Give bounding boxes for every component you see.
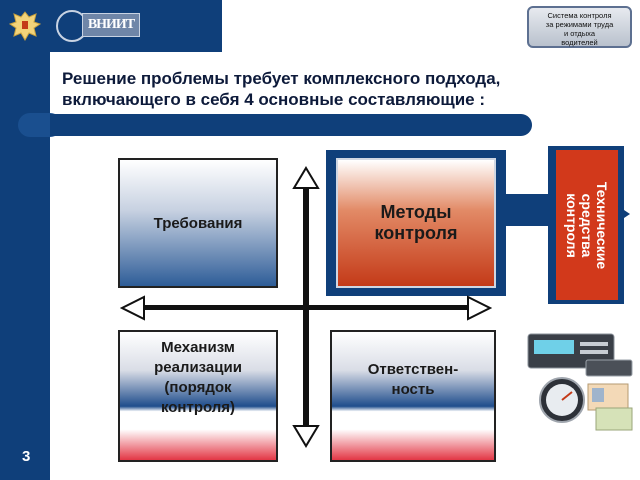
title-line: включающего в себя 4 основные составляющ… bbox=[62, 90, 486, 109]
badge-line: Система контроля bbox=[547, 11, 612, 20]
mechanism-label: реализации bbox=[154, 359, 242, 376]
responsibility-label: ность bbox=[391, 381, 435, 398]
mechanism-label: контроля) bbox=[160, 399, 236, 416]
technical-means-box: Технические средства контроля bbox=[556, 150, 618, 300]
logo-text: ВНИИТ bbox=[82, 13, 140, 37]
responsibility-label: Ответствен- bbox=[367, 361, 459, 378]
page-number: 3 bbox=[22, 448, 31, 465]
arrow-right-icon bbox=[618, 206, 630, 222]
responsibility-box: Ответствен- ность bbox=[330, 330, 496, 462]
slide-title: Решение проблемы требует комплексного по… bbox=[62, 68, 582, 110]
mechanism-box: Механизм реализации (порядок контроля) bbox=[118, 330, 278, 462]
badge-line: за режимами труда bbox=[545, 20, 614, 29]
tachograph-devices-image bbox=[527, 333, 633, 431]
mechanism-label: (порядок bbox=[164, 379, 232, 396]
requirements-box: Требования bbox=[118, 158, 278, 288]
horizontal-axis bbox=[140, 305, 476, 310]
arrow-up-icon bbox=[292, 166, 320, 189]
badge-line: и отдыха bbox=[563, 29, 596, 38]
technical-label: Технические средства контроля bbox=[564, 181, 611, 269]
organization-logo-icon: ВНИИТ bbox=[56, 10, 140, 42]
left-sidebar bbox=[0, 0, 50, 480]
methods-label: контроля bbox=[374, 223, 458, 243]
vertical-axis bbox=[303, 180, 309, 428]
badge-line: водителей bbox=[561, 38, 598, 47]
title-bar bbox=[50, 114, 532, 136]
arrow-left-icon bbox=[120, 295, 145, 321]
title-line: Решение проблемы требует комплексного по… bbox=[62, 69, 501, 88]
system-badge: Система контроля за режимами труда и отд… bbox=[527, 6, 632, 48]
methods-label: Методы bbox=[380, 202, 452, 222]
methods-box: Методы контроля bbox=[336, 158, 496, 288]
connector-arrow bbox=[506, 194, 552, 226]
requirements-label: Требования bbox=[153, 214, 243, 232]
russian-emblem-icon bbox=[8, 11, 42, 42]
mechanism-label: Механизм bbox=[161, 339, 235, 356]
arrow-right-axis-icon bbox=[467, 295, 492, 321]
arrow-down-icon bbox=[292, 425, 320, 448]
